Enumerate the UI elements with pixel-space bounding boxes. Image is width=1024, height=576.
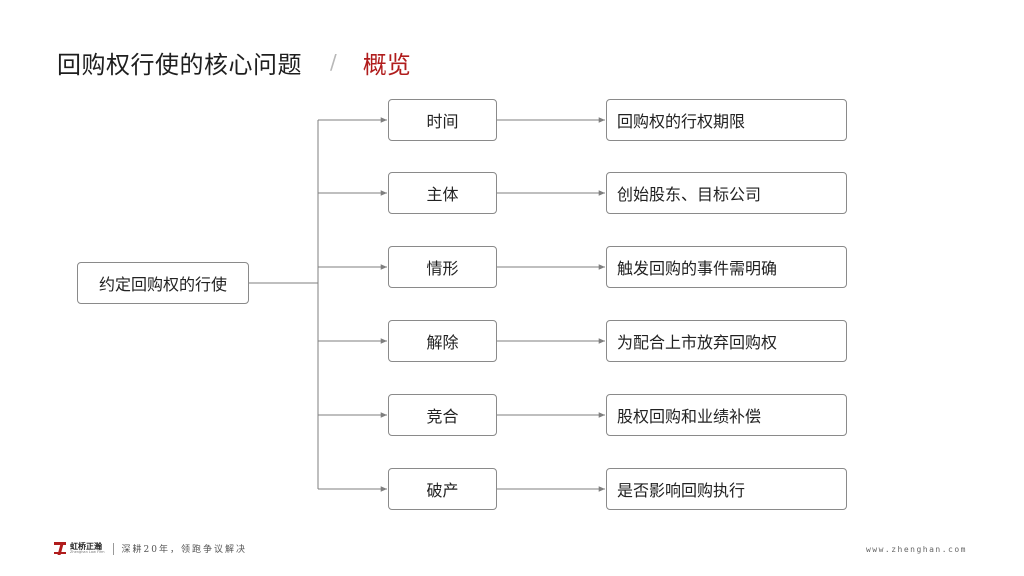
firm-website: www.zhenghan.com bbox=[865, 545, 967, 554]
title-separator: / bbox=[330, 50, 337, 74]
detail-node-concurrence: 股权回购和业绩补偿 bbox=[606, 394, 847, 436]
firm-slogan: 深耕20年，领跑争议解决 bbox=[121, 545, 247, 555]
detail-node-time: 回购权的行权期限 bbox=[606, 99, 847, 141]
root-node: 约定回购权的行使 bbox=[77, 262, 249, 304]
firm-logo-icon bbox=[54, 542, 66, 555]
firm-name-en: Zhenghan Law Firm bbox=[70, 550, 105, 555]
branch-node-subject: 主体 bbox=[388, 172, 497, 214]
branch-node-bankruptcy: 破产 bbox=[388, 468, 497, 510]
detail-node-subject: 创始股东、目标公司 bbox=[606, 172, 847, 214]
firm-logo-text: 虹桥正瀚 Zhenghan Law Firm bbox=[70, 542, 105, 555]
footer-divider bbox=[112, 542, 114, 555]
branch-node-release: 解除 bbox=[388, 320, 497, 362]
footer-brand: 虹桥正瀚 Zhenghan Law Firm 深耕20年，领跑争议解决 bbox=[54, 542, 247, 555]
slide-header: 回购权行使的核心问题 / 概览 bbox=[57, 44, 411, 80]
detail-node-release: 为配合上市放弃回购权 bbox=[606, 320, 847, 362]
page-title: 回购权行使的核心问题 bbox=[57, 50, 302, 79]
branch-node-time: 时间 bbox=[388, 99, 497, 141]
firm-name: 虹桥正瀚 bbox=[70, 541, 102, 552]
detail-node-bankruptcy: 是否影响回购执行 bbox=[606, 468, 847, 510]
branch-node-circumstance: 情形 bbox=[388, 246, 497, 288]
branch-node-concurrence: 竞合 bbox=[388, 394, 497, 436]
detail-node-circumstance: 触发回购的事件需明确 bbox=[606, 246, 847, 288]
page-subtitle: 概览 bbox=[362, 50, 411, 79]
